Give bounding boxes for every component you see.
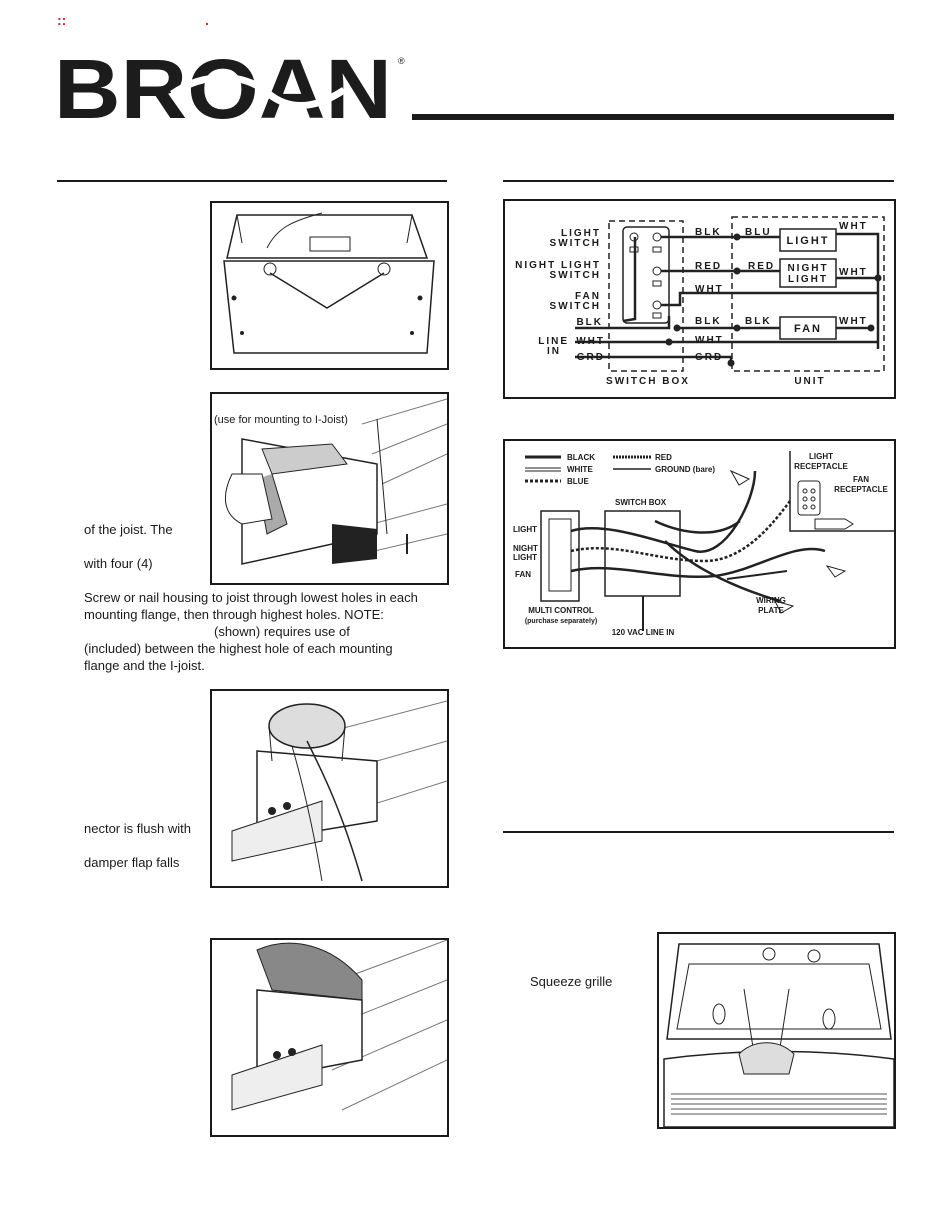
right-lower-rule: [503, 831, 894, 833]
lbl-switch-2: SWITCH: [550, 270, 601, 281]
lbl-wht-1: WHT: [839, 221, 868, 232]
registration-dot: .: [205, 12, 209, 28]
mount-para-line-4: (included) between the highest hole of e…: [84, 641, 393, 656]
mount-para-line-3: (shown) requires use of: [214, 624, 350, 639]
comp-light: LIGHT: [787, 235, 830, 247]
joist-text-1: of the joist. The: [84, 522, 173, 537]
pic-line-in: 120 VAC LINE IN: [612, 628, 675, 637]
lbl-night-light: NIGHT LIGHT: [515, 260, 601, 271]
lbl-switch-box: SWITCH BOX: [606, 376, 690, 387]
pic-switch-box: SWITCH BOX: [615, 498, 667, 507]
pic-plate: PLATE: [758, 606, 784, 615]
lbl-fan: FAN: [575, 291, 601, 302]
broan-logo: BROAN: [54, 42, 404, 136]
comp-night-light: LIGHT: [788, 274, 828, 285]
pic-wiring: WIRING: [756, 596, 786, 605]
lbl-light: LIGHT: [561, 228, 601, 239]
comp-fan: FAN: [794, 323, 822, 335]
pic-fan: FAN: [853, 475, 869, 484]
pic-mc-fan: FAN: [515, 570, 531, 579]
legend-white: WHITE: [567, 465, 593, 474]
lbl-wht-2: WHT: [839, 267, 868, 278]
mount-para-line-2: mounting flange, then through highest ho…: [84, 607, 384, 622]
pic-mc-night: NIGHT: [513, 544, 538, 553]
pic-mc-night-light: LIGHT: [513, 553, 537, 562]
mount-para-line-5: flange and the I-joist.: [84, 658, 205, 673]
lbl-mid-blk: BLK: [695, 227, 722, 238]
legend-blue: BLUE: [567, 477, 589, 486]
header-rule: [412, 114, 894, 120]
lbl-switch-3: SWITCH: [550, 301, 601, 312]
joist-text-2: with four (4): [84, 556, 153, 571]
lbl-wht-line: WHT: [576, 336, 605, 347]
logo-text: BROAN: [54, 52, 392, 124]
pic-multi-control: MULTI CONTROL: [528, 606, 594, 615]
legend-red: RED: [655, 453, 672, 462]
lbl-blk-line: BLK: [576, 317, 603, 328]
lbl-grd-line: GRD: [577, 352, 605, 363]
pic-purchase: (purchase separately): [525, 618, 597, 625]
lbl-mid-blk-2: BLK: [695, 316, 722, 327]
registration-mark: ::: [57, 12, 67, 28]
installed-duct-illustration: [210, 938, 449, 1137]
duct-text-2: damper flap falls: [84, 855, 180, 870]
pic-light-receptacle: RECEPTACLE: [794, 462, 848, 471]
lbl-unit: UNIT: [794, 376, 825, 387]
wiring-schematic: LIGHT SWITCH NIGHT LIGHT SWITCH FAN SWIT…: [503, 199, 896, 399]
lbl-mid-wht-2: WHT: [695, 335, 724, 346]
right-section-rule: [503, 180, 894, 182]
lbl-mid-red: RED: [695, 261, 722, 272]
legend-ground: GROUND (bare): [655, 465, 715, 474]
mounting-illustration: [210, 392, 449, 585]
lbl-blu: BLU: [745, 227, 772, 238]
pic-mc-light: LIGHT: [513, 525, 537, 534]
lbl-wht-3: WHT: [839, 316, 868, 327]
lbl-in: IN: [547, 346, 561, 357]
grille-illustration: [657, 932, 896, 1129]
lbl-mid-grd: GRD: [695, 352, 723, 363]
housing-illustration: [210, 201, 449, 370]
lbl-right-blk: BLK: [745, 316, 772, 327]
pic-light: LIGHT: [809, 452, 833, 461]
wiring-pictorial: BLACK WHITE BLUE RED GROUND (bare): [503, 439, 896, 649]
i-joist-label: (use for mounting to I-Joist): [214, 414, 348, 426]
lbl-mid-wht: WHT: [695, 284, 724, 295]
lbl-line: LINE: [538, 336, 569, 347]
duct-text-1: nector is flush with: [84, 821, 191, 836]
registered-mark: ®: [398, 56, 405, 66]
duct-connector-illustration: [210, 689, 449, 888]
legend-black: BLACK: [567, 453, 595, 462]
pic-fan-receptacle: RECEPTACLE: [834, 485, 888, 494]
mount-para-line-1: Screw or nail housing to joist through l…: [84, 590, 418, 605]
lbl-right-red: RED: [748, 261, 775, 272]
comp-night: NIGHT: [787, 263, 828, 274]
squeeze-grille-text: Squeeze grille: [530, 974, 613, 989]
lbl-switch-1: SWITCH: [550, 238, 601, 249]
left-section-rule: [57, 180, 447, 182]
